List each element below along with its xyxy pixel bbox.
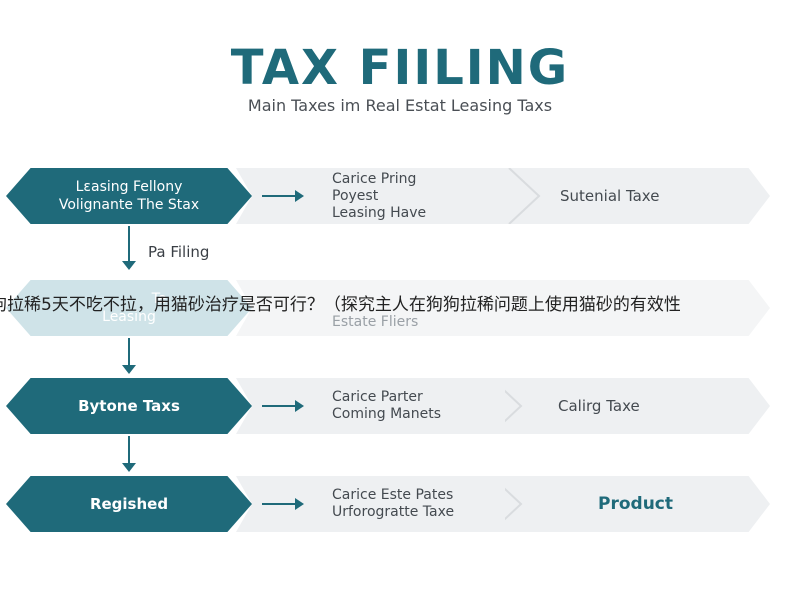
arrow-right-icon — [262, 190, 304, 202]
row-band — [236, 280, 770, 336]
step-label-line: Volignante The Stax — [58, 197, 200, 213]
chevron-divider-icon — [505, 487, 523, 521]
row-right-text: Sutenial Taxe — [560, 168, 740, 224]
row-middle-text: Carice Este Pates Urforogratte Taxe — [332, 476, 502, 532]
diagram-subtitle: Main Taxes im Real Estat Leasing Taxs — [247, 96, 553, 115]
middle-line: Carice Parter — [332, 389, 423, 405]
arrow-right-icon — [262, 400, 304, 412]
step-label-line: Regished — [89, 495, 169, 513]
middle-line: Coming Manets — [332, 406, 442, 422]
overlay-caption: 狗拉稀5天不吃不拉，用猫砂治疗是否可行？（探究主人在狗狗拉稀问题上使用猫砂的有效… — [0, 295, 681, 315]
flow-row-2: Te Leasing Estate Fliers — [0, 280, 800, 336]
step-label-line: Te — [151, 291, 167, 307]
arrow-down-icon — [122, 338, 136, 374]
step-label-line: Leasing — [102, 309, 156, 325]
middle-line: Leasing Have — [332, 204, 427, 221]
flow-row-1: Lεasing Fellony Volignante The Stax Cari… — [0, 168, 800, 224]
row-band — [236, 378, 770, 434]
arrow-right-icon — [262, 498, 304, 510]
flow-row-4: Regished Carice Este Pates Urforogratte … — [0, 476, 800, 532]
right-line: Calirg Taxe — [558, 396, 640, 415]
middle-line: Poyest — [332, 187, 379, 204]
arrow-down-icon — [122, 436, 136, 472]
row-right-text: Calirg Taxe — [558, 378, 738, 434]
middle-line: Urforogratte Taxe — [332, 504, 455, 520]
step-label-line: Lεasing Fellony — [75, 179, 183, 195]
arrow-down-icon — [122, 226, 136, 270]
middle-line: Estate Fliers — [332, 313, 419, 330]
middle-line: Carice Pring — [332, 170, 417, 187]
step-hexagon: Bytone Taxs — [6, 378, 252, 434]
chevron-divider-icon — [508, 168, 541, 224]
row-middle-text: Carice Pring Poyest Leasing Have — [332, 168, 502, 224]
step-hexagon: Regished — [6, 476, 252, 532]
chevron-divider-icon — [505, 389, 523, 423]
vertical-step-label: Pa Filing — [148, 243, 210, 261]
flow-row-3: Bytone Taxs Carice Parter Coming Manets … — [0, 378, 800, 434]
row-middle-text: Estate Fliers — [332, 294, 502, 350]
right-line: Product — [598, 493, 673, 514]
row-right-text: Product — [598, 476, 778, 532]
diagram-title: TAX FIILING — [230, 40, 570, 96]
step-label-line: Bytone Taxs — [78, 397, 180, 415]
row-band — [236, 476, 770, 532]
row-band — [236, 168, 770, 224]
right-line: Sutenial Taxe — [560, 186, 660, 205]
row-middle-text: Carice Parter Coming Manets — [332, 378, 502, 434]
step-hexagon: Lεasing Fellony Volignante The Stax — [6, 168, 252, 224]
middle-line: Carice Este Pates — [332, 487, 454, 503]
step-hexagon: Te Leasing — [6, 280, 252, 336]
